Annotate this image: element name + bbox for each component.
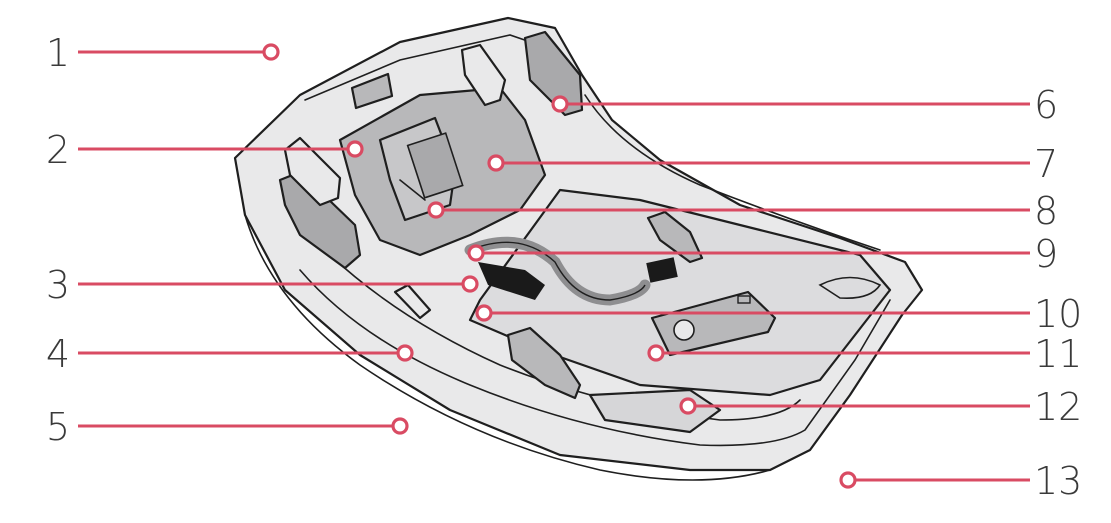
leader-dot-8	[427, 201, 445, 219]
console-label	[406, 132, 464, 199]
sensor-button	[673, 319, 695, 341]
callout-label-3: 3	[46, 263, 70, 307]
callout-label-8: 8	[1034, 189, 1058, 233]
callout-label-10: 10	[1034, 292, 1082, 336]
lower-guide-left	[506, 326, 582, 400]
leader-dot-6	[551, 95, 569, 113]
side-slot	[393, 283, 432, 320]
lower-guide-right	[646, 210, 704, 264]
callout-label-5: 5	[46, 405, 70, 449]
console-slot	[399, 179, 426, 201]
callout-label-1: 1	[46, 31, 70, 75]
leader-dot-3	[461, 275, 479, 293]
leader-dot-11	[647, 344, 665, 362]
sensor-tab	[737, 295, 751, 304]
right-latch-guide	[460, 43, 507, 107]
leader-dot-7	[487, 154, 505, 172]
callout-label-2: 2	[46, 128, 70, 172]
leader-dot-13	[839, 471, 857, 489]
callout-label-12: 12	[1034, 385, 1082, 429]
leader-dot-1	[262, 43, 280, 61]
base-bottom-edge	[244, 214, 771, 481]
base-right-groove	[584, 94, 881, 251]
callout-labels: 1 2 3 4 5 6 7 8 9 10 11 12 13	[46, 31, 1083, 503]
leader-dot-2	[346, 140, 364, 158]
right-pocket	[818, 276, 882, 300]
small-connector	[646, 257, 678, 283]
leader-dot-9	[467, 244, 485, 262]
car-seat-base-illustration	[233, 16, 924, 481]
callout-label-6: 6	[1034, 83, 1058, 127]
leader-dot-4	[396, 344, 414, 362]
left-latch-guide	[283, 136, 342, 207]
top-release-handle	[350, 72, 394, 110]
callout-label-4: 4	[46, 332, 70, 376]
tether-strap-outline	[469, 241, 646, 301]
callout-leaders	[78, 43, 1030, 489]
callout-label-9: 9	[1034, 232, 1058, 276]
leader-dot-12	[679, 397, 697, 415]
black-connector	[478, 262, 545, 300]
callout-label-13: 13	[1034, 459, 1082, 503]
callout-label-11: 11	[1034, 332, 1082, 376]
leader-dot-5	[391, 417, 409, 435]
right-latch-arm	[523, 30, 584, 117]
base-tray-rim	[299, 269, 891, 447]
callout-label-7: 7	[1034, 142, 1058, 186]
leader-dot-10	[475, 304, 493, 322]
